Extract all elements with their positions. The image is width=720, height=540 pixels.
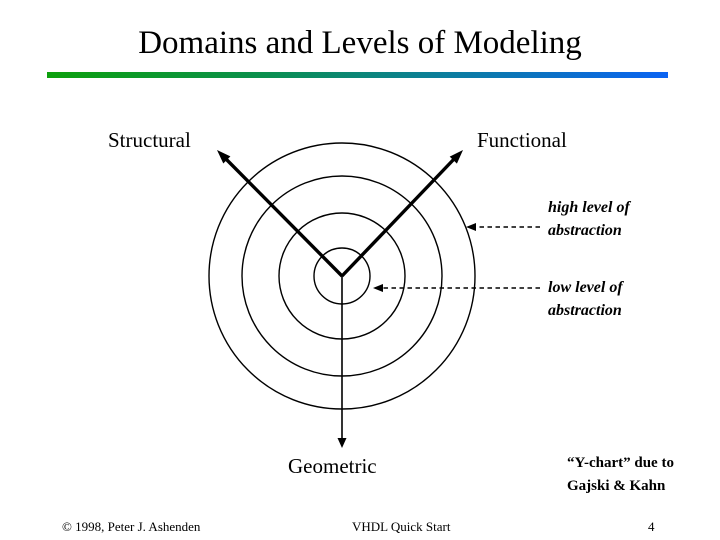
axis-label-functional: Functional [477,128,567,152]
annotation-high-level: high level of abstraction [548,196,630,242]
structural-axis-arrowhead-icon [217,150,231,164]
slide-title: Domains and Levels of Modeling [138,25,582,61]
geometric-axis-arrowhead-icon [337,438,347,448]
functional-axis-arrowhead-icon [449,150,463,164]
footer-copyright: © 1998, Peter J. Ashenden [62,519,201,534]
annotation-high-level-line2: abstraction [548,222,622,239]
y-chart-credit: “Y-chart” due to Gajski & Kahn [567,452,674,498]
y-chart-credit-line1: “Y-chart” due to [567,455,674,471]
axis-label-geometric: Geometric [288,454,377,478]
structural-axis-line [223,156,344,278]
annotation-high-level-line1: high level of [548,199,630,216]
footer-presentation-title: VHDL Quick Start [352,519,451,534]
annotation-low-level-line1: low level of [548,279,623,296]
title-accent-bar [47,72,668,78]
high-level-pointer-arrowhead-icon [466,223,476,231]
low-level-pointer-arrowhead-icon [373,284,383,292]
footer-page-number: 4 [648,519,655,534]
y-chart-credit-line2: Gajski & Kahn [567,478,666,494]
functional-axis-line [340,156,457,278]
annotation-low-level: low level of abstraction [548,276,623,322]
annotation-low-level-line2: abstraction [548,302,622,319]
axis-label-structural: Structural [108,128,191,152]
